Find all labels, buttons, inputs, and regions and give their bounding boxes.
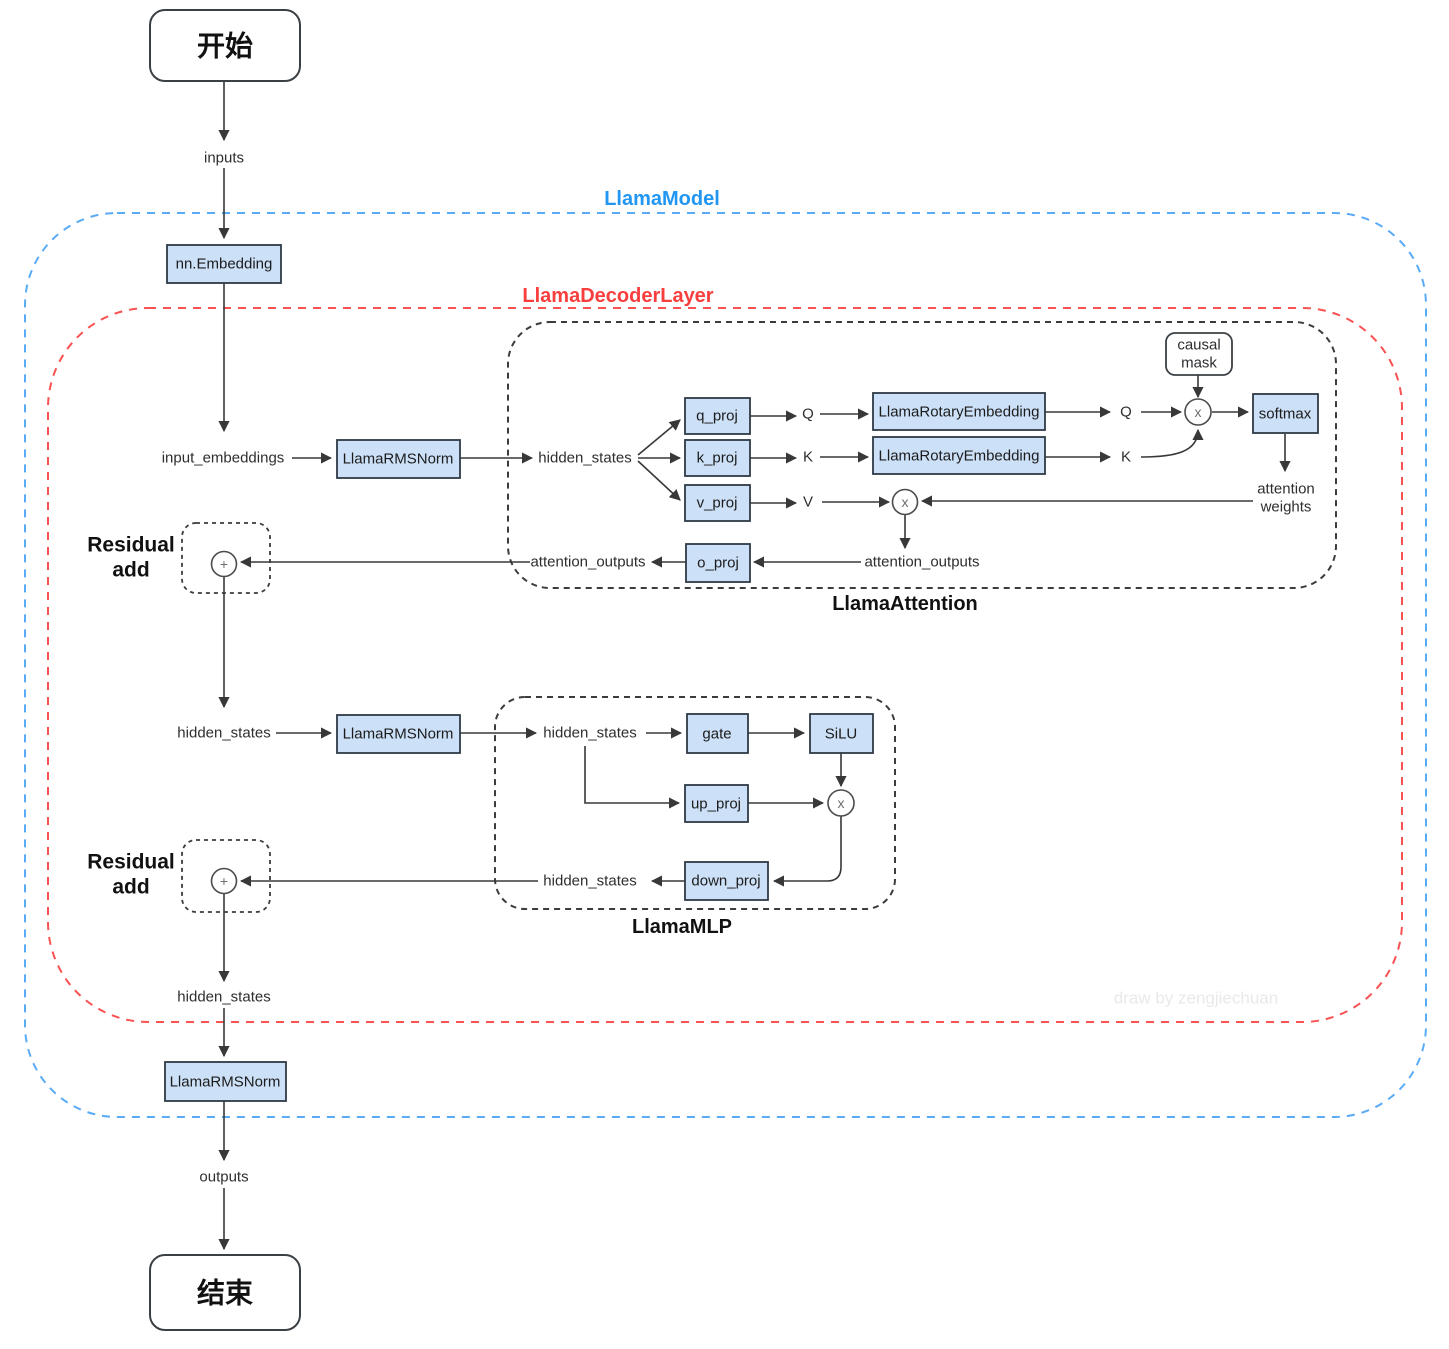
attention-weights-line2: weights	[1260, 499, 1312, 516]
multiply-op-1-label: x	[1195, 404, 1202, 420]
causal-mask-line1: causal	[1177, 337, 1220, 354]
q-proj-node: q_proj	[684, 397, 751, 435]
rmsnorm2-label: LlamaRMSNorm	[343, 726, 454, 743]
rotary-q-label: LlamaRotaryEmbedding	[879, 404, 1040, 421]
container-llama-decoder-layer: LlamaDecoderLayer	[47, 285, 1403, 1023]
down-proj-node: down_proj	[684, 861, 769, 901]
start-label: 开始	[197, 31, 253, 62]
rotary-k-label: LlamaRotaryEmbedding	[879, 448, 1040, 465]
container-llama-model: LlamaModel	[24, 188, 1427, 1118]
up-proj-label: up_proj	[691, 796, 741, 813]
end-label: 结束	[197, 1278, 253, 1309]
edges	[218, 80, 1291, 1251]
residual1-line1: Residual	[87, 534, 175, 557]
rmsnorm1-node: LlamaRMSNorm	[336, 439, 461, 479]
multiply-op-3-label: x	[838, 795, 845, 811]
add-op-1-label: +	[220, 556, 228, 572]
o-proj-label: o_proj	[697, 555, 739, 572]
up-proj-node: up_proj	[684, 784, 749, 823]
llama-attention-title: LlamaAttention	[832, 593, 978, 615]
arrow-k2-to-multiply1	[1140, 428, 1204, 458]
attention-outputs-label-right: attention_outputs	[864, 554, 979, 571]
start-node: 开始	[149, 9, 301, 82]
rmsnorm1-label: LlamaRMSNorm	[343, 451, 454, 468]
k-label-1: K	[803, 449, 813, 466]
k-label-2: K	[1121, 449, 1131, 466]
add-op-2-label: +	[220, 873, 228, 889]
llama-decoder-layer-title: LlamaDecoderLayer	[522, 285, 713, 307]
multiply-op-1: x	[1184, 398, 1212, 426]
causal-mask-node: causal mask	[1165, 332, 1233, 376]
input-embeddings-label: input_embeddings	[162, 450, 285, 467]
softmax-label: softmax	[1259, 406, 1312, 423]
multiply-op-2-label: x	[902, 494, 909, 510]
embedding-label: nn.Embedding	[176, 256, 273, 273]
attention-weights-line1: attention	[1257, 481, 1315, 498]
residual2-line2: add	[112, 876, 149, 899]
residual1-line2: add	[112, 559, 149, 582]
q-label-2: Q	[1120, 404, 1132, 421]
multiply-op-2: x	[891, 488, 919, 516]
container-llama-mlp: LlamaMLP	[494, 696, 896, 938]
hidden-states-label-3: hidden_states	[543, 725, 636, 742]
arrow-hidden-branch-to-upproj	[584, 746, 681, 809]
rotary-embedding-node-q: LlamaRotaryEmbedding	[872, 392, 1046, 431]
o-proj-node: o_proj	[685, 543, 751, 583]
hidden-states-label-5: hidden_states	[177, 989, 270, 1006]
rmsnorm3-node: LlamaRMSNorm	[164, 1061, 287, 1102]
multiply-op-3: x	[827, 789, 855, 817]
v-proj-label: v_proj	[697, 495, 738, 512]
arrow-hidden-to-qproj	[637, 419, 681, 456]
residual-add-2: + Residual add	[87, 839, 271, 913]
inputs-label: inputs	[204, 150, 244, 167]
k-proj-node: k_proj	[684, 439, 751, 477]
hidden-states-label-2: hidden_states	[177, 725, 270, 742]
v-proj-node: v_proj	[684, 484, 751, 522]
llama-mlp-title: LlamaMLP	[632, 916, 732, 938]
arrow-hidden-to-vproj	[637, 460, 681, 501]
softmax-node: softmax	[1252, 393, 1319, 434]
arrow-multiply3-to-downproj	[772, 816, 842, 887]
attention-outputs-label-left: attention_outputs	[530, 554, 645, 571]
residual2-line1: Residual	[87, 851, 175, 874]
rmsnorm2-node: LlamaRMSNorm	[336, 714, 461, 754]
outputs-label: outputs	[199, 1169, 248, 1186]
embedding-node: nn.Embedding	[166, 244, 282, 284]
v-label: V	[803, 494, 813, 511]
gate-label: gate	[702, 726, 731, 743]
silu-node: SiLU	[809, 713, 874, 754]
llama-model-title: LlamaModel	[604, 188, 720, 210]
down-proj-label: down_proj	[691, 873, 760, 890]
rotary-embedding-node-k: LlamaRotaryEmbedding	[872, 436, 1046, 475]
gate-node: gate	[686, 713, 749, 754]
residual-add-1: + Residual add	[87, 522, 271, 594]
container-llama-attention: LlamaAttention	[507, 321, 1337, 615]
hidden-states-label-4: hidden_states	[543, 873, 636, 890]
k-proj-label: k_proj	[697, 450, 738, 467]
watermark-text: draw by zengjiechuan	[1114, 989, 1278, 1008]
q-proj-label: q_proj	[696, 408, 738, 425]
end-node: 结束	[149, 1254, 301, 1331]
q-label-1: Q	[802, 406, 814, 423]
causal-mask-line2: mask	[1181, 355, 1217, 372]
silu-label: SiLU	[825, 726, 858, 743]
rmsnorm3-label: LlamaRMSNorm	[170, 1074, 281, 1091]
hidden-states-label-1: hidden_states	[538, 450, 631, 467]
